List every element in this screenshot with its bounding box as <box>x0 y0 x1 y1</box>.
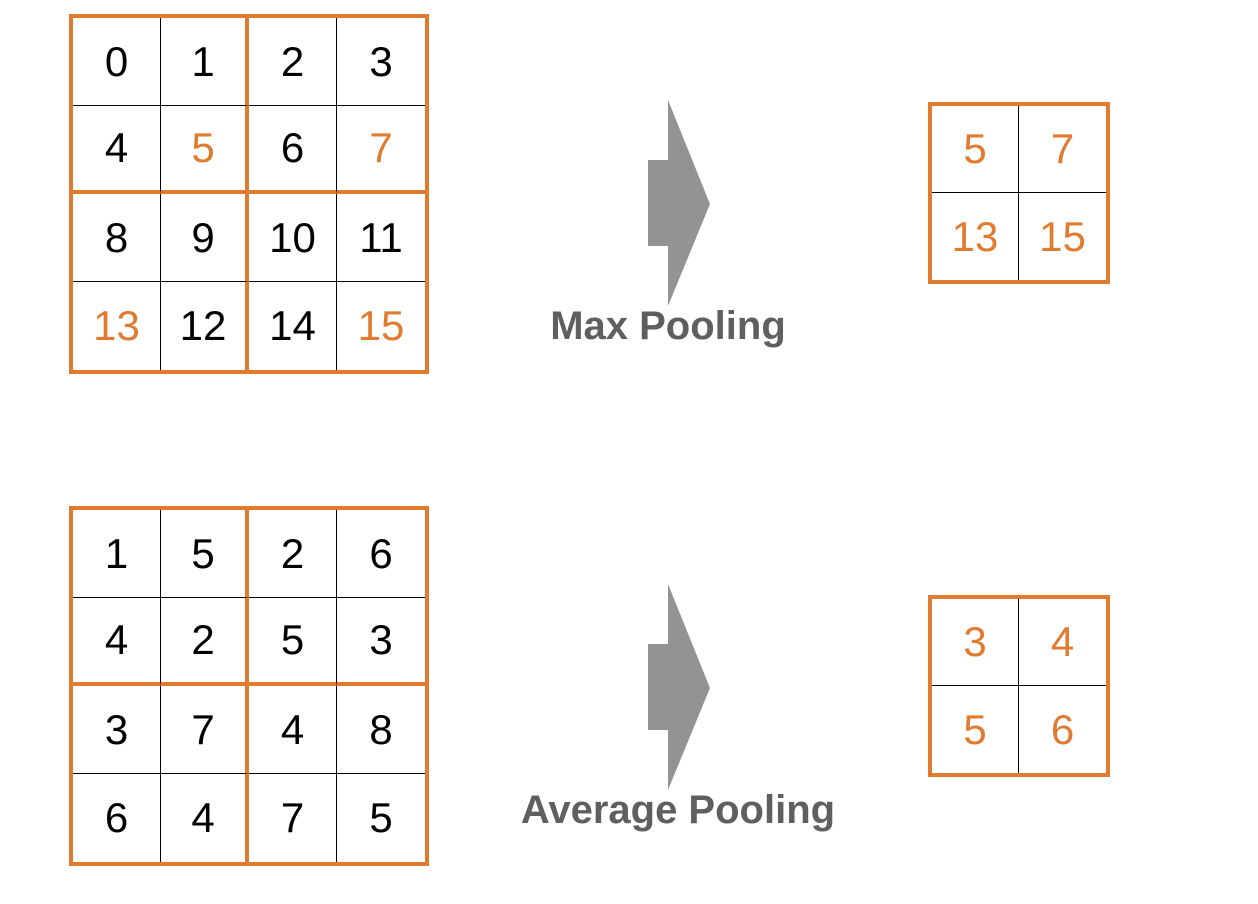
input-cell: 6 <box>73 774 161 862</box>
input-cell: 4 <box>249 686 337 774</box>
input-cell: 2 <box>161 598 249 686</box>
output-cell: 5 <box>932 106 1019 193</box>
average-pooling-label: Average Pooling <box>520 788 836 832</box>
input-cell: 3 <box>337 598 425 686</box>
output-cell: 3 <box>932 599 1019 686</box>
input-cell: 5 <box>249 598 337 686</box>
input-cell: 6 <box>249 106 337 194</box>
input-cell: 3 <box>337 18 425 106</box>
input-cell: 1 <box>73 510 161 598</box>
input-cell: 7 <box>161 686 249 774</box>
input-cell: 14 <box>249 282 337 370</box>
input-cell: 6 <box>337 510 425 598</box>
input-cell: 7 <box>337 106 425 194</box>
input-cell: 2 <box>249 510 337 598</box>
input-cell: 10 <box>249 194 337 282</box>
max-pooling-arrow-icon <box>648 100 710 306</box>
input-cell: 0 <box>73 18 161 106</box>
output-cell: 15 <box>1039 212 1086 260</box>
max-pooling-label: Max Pooling <box>550 304 786 348</box>
input-cell: 4 <box>73 106 161 194</box>
input-cell: 11 <box>337 194 425 282</box>
average-pooling-arrow-icon <box>648 584 710 790</box>
input-cell: 7 <box>249 774 337 862</box>
output-cell: 13 <box>932 193 1019 280</box>
output-cell: 5 <box>932 686 1019 773</box>
input-cell: 9 <box>161 194 249 282</box>
output-cell: 4 <box>1019 599 1106 686</box>
input-cell: 13 <box>73 282 161 370</box>
input-cell: 1 <box>161 18 249 106</box>
input-cell: 12 <box>161 282 249 370</box>
input-cell: 2 <box>249 18 337 106</box>
input-cell: 15 <box>357 302 405 349</box>
input-cell: 5 <box>161 510 249 598</box>
input-cell: 3 <box>73 686 161 774</box>
output-cell: 6 <box>1050 705 1075 753</box>
input-cell: 4 <box>161 774 249 862</box>
input-cell: 8 <box>337 686 425 774</box>
input-cell: 8 <box>73 194 161 282</box>
input-cell: 5 <box>369 794 393 841</box>
input-cell: 5 <box>161 106 249 194</box>
input-cell: 4 <box>73 598 161 686</box>
output-cell: 7 <box>1019 106 1106 193</box>
